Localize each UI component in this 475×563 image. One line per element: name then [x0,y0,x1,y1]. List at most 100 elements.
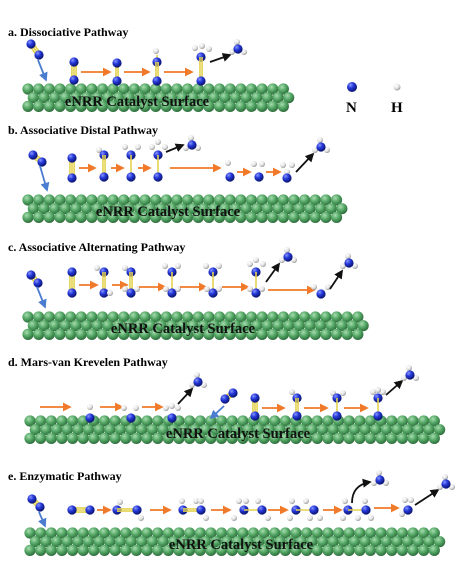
surface-atom [269,432,281,444]
surface-atom [187,92,199,104]
hydrogen-atom [179,498,185,504]
blue-arrow [39,165,50,192]
surface-atom [288,328,300,340]
nitrogen-atom [26,39,36,49]
surface-atom [301,415,313,427]
surface-atom [134,320,146,332]
surface-atom [86,311,98,323]
surface-atom [279,415,291,427]
surface-atom [141,544,153,556]
nitrogen-atom [196,505,206,515]
hydrogen-atom [317,137,323,143]
nitrogen-atom [361,505,371,515]
surface-atom [301,544,313,556]
surface-atom [237,432,249,444]
hydrogen-atom [265,515,271,521]
surface-atom [253,536,265,548]
hydrogen-atom [251,161,257,167]
surface-atom [184,544,196,556]
surface-atom [93,536,105,548]
hydrogen-atom [138,515,144,521]
nitrogen-atom [196,76,206,86]
nitrogen-atom [67,267,77,277]
surface-atom [49,92,61,104]
nitrogen-atom [69,75,79,85]
hydrogen-atom [122,265,128,271]
surface-atom [98,527,111,539]
surface-atom [210,536,222,548]
nitrogen-atom [85,505,95,515]
surface-atom [82,536,95,548]
hydrogen-atom [352,263,358,269]
surface-atom [182,194,194,206]
surface-atom [98,432,111,444]
hydrogen-atom [216,263,222,269]
hydrogen-atom [324,147,330,153]
surface-atom [184,415,196,427]
surface-atom [91,320,103,332]
surface-atom [24,415,36,427]
nitrogen-atom [33,278,43,288]
surface-atom [309,211,321,223]
surface-atom [182,311,194,323]
surface-atom [285,424,297,436]
surface-atom [109,527,121,539]
surface-atom [245,100,258,112]
surface-atom [82,424,95,436]
surface-atom [301,432,313,444]
surface-atom [184,527,196,539]
surface-atom [226,432,238,444]
surface-atom [269,544,281,556]
nitrogen-atom [233,44,243,54]
hydrogen-atom [289,162,295,168]
surface-atom [224,211,236,223]
surface-atom [418,432,430,444]
surface-atom [396,432,408,444]
surface-atom [364,527,377,539]
surface-atom [43,328,55,340]
surface-atom [118,100,130,112]
surface-atom [182,100,194,112]
surface-atom [290,544,302,556]
surface-atom [277,311,289,323]
surface-atom [258,432,270,444]
hydrogen-atom [198,498,204,504]
surface-atom [343,415,355,427]
surface-atom [35,432,47,444]
hydrogen-atom [216,286,222,292]
surface-atom [49,320,61,332]
surface-atom [56,432,68,444]
surface-atom [235,328,247,340]
surface-atom [182,328,194,340]
surface-atom [242,424,254,436]
surface-atom [370,536,382,548]
surface-atom [173,527,185,539]
surface-atom [144,320,156,332]
hydrogen-atom [175,405,181,411]
hydrogen-atom [380,389,386,395]
surface-atom [194,432,206,444]
hydrogen-atom [199,43,205,49]
surface-atom [162,527,174,539]
surface-atom [418,527,430,539]
surface-atom [418,415,430,427]
surface-atom [277,194,289,206]
nitrogen-atom [112,76,122,86]
surface-atom [336,320,348,332]
hydrogen-atom [188,135,194,141]
surface-atom [66,527,79,539]
surface-atom [205,544,217,556]
nitrogen-atom [152,57,162,67]
surface-atom [109,415,121,427]
surface-atom [274,536,286,548]
surface-atom [88,527,100,539]
surface-atom [299,194,311,206]
nitrogen-atom [441,479,451,489]
surface-atom [237,527,249,539]
surface-atom [229,92,242,104]
surface-atom [203,311,215,323]
surface-atom [251,203,263,215]
surface-atom [235,194,247,206]
surface-atom [64,328,77,340]
surface-atom [357,320,369,332]
